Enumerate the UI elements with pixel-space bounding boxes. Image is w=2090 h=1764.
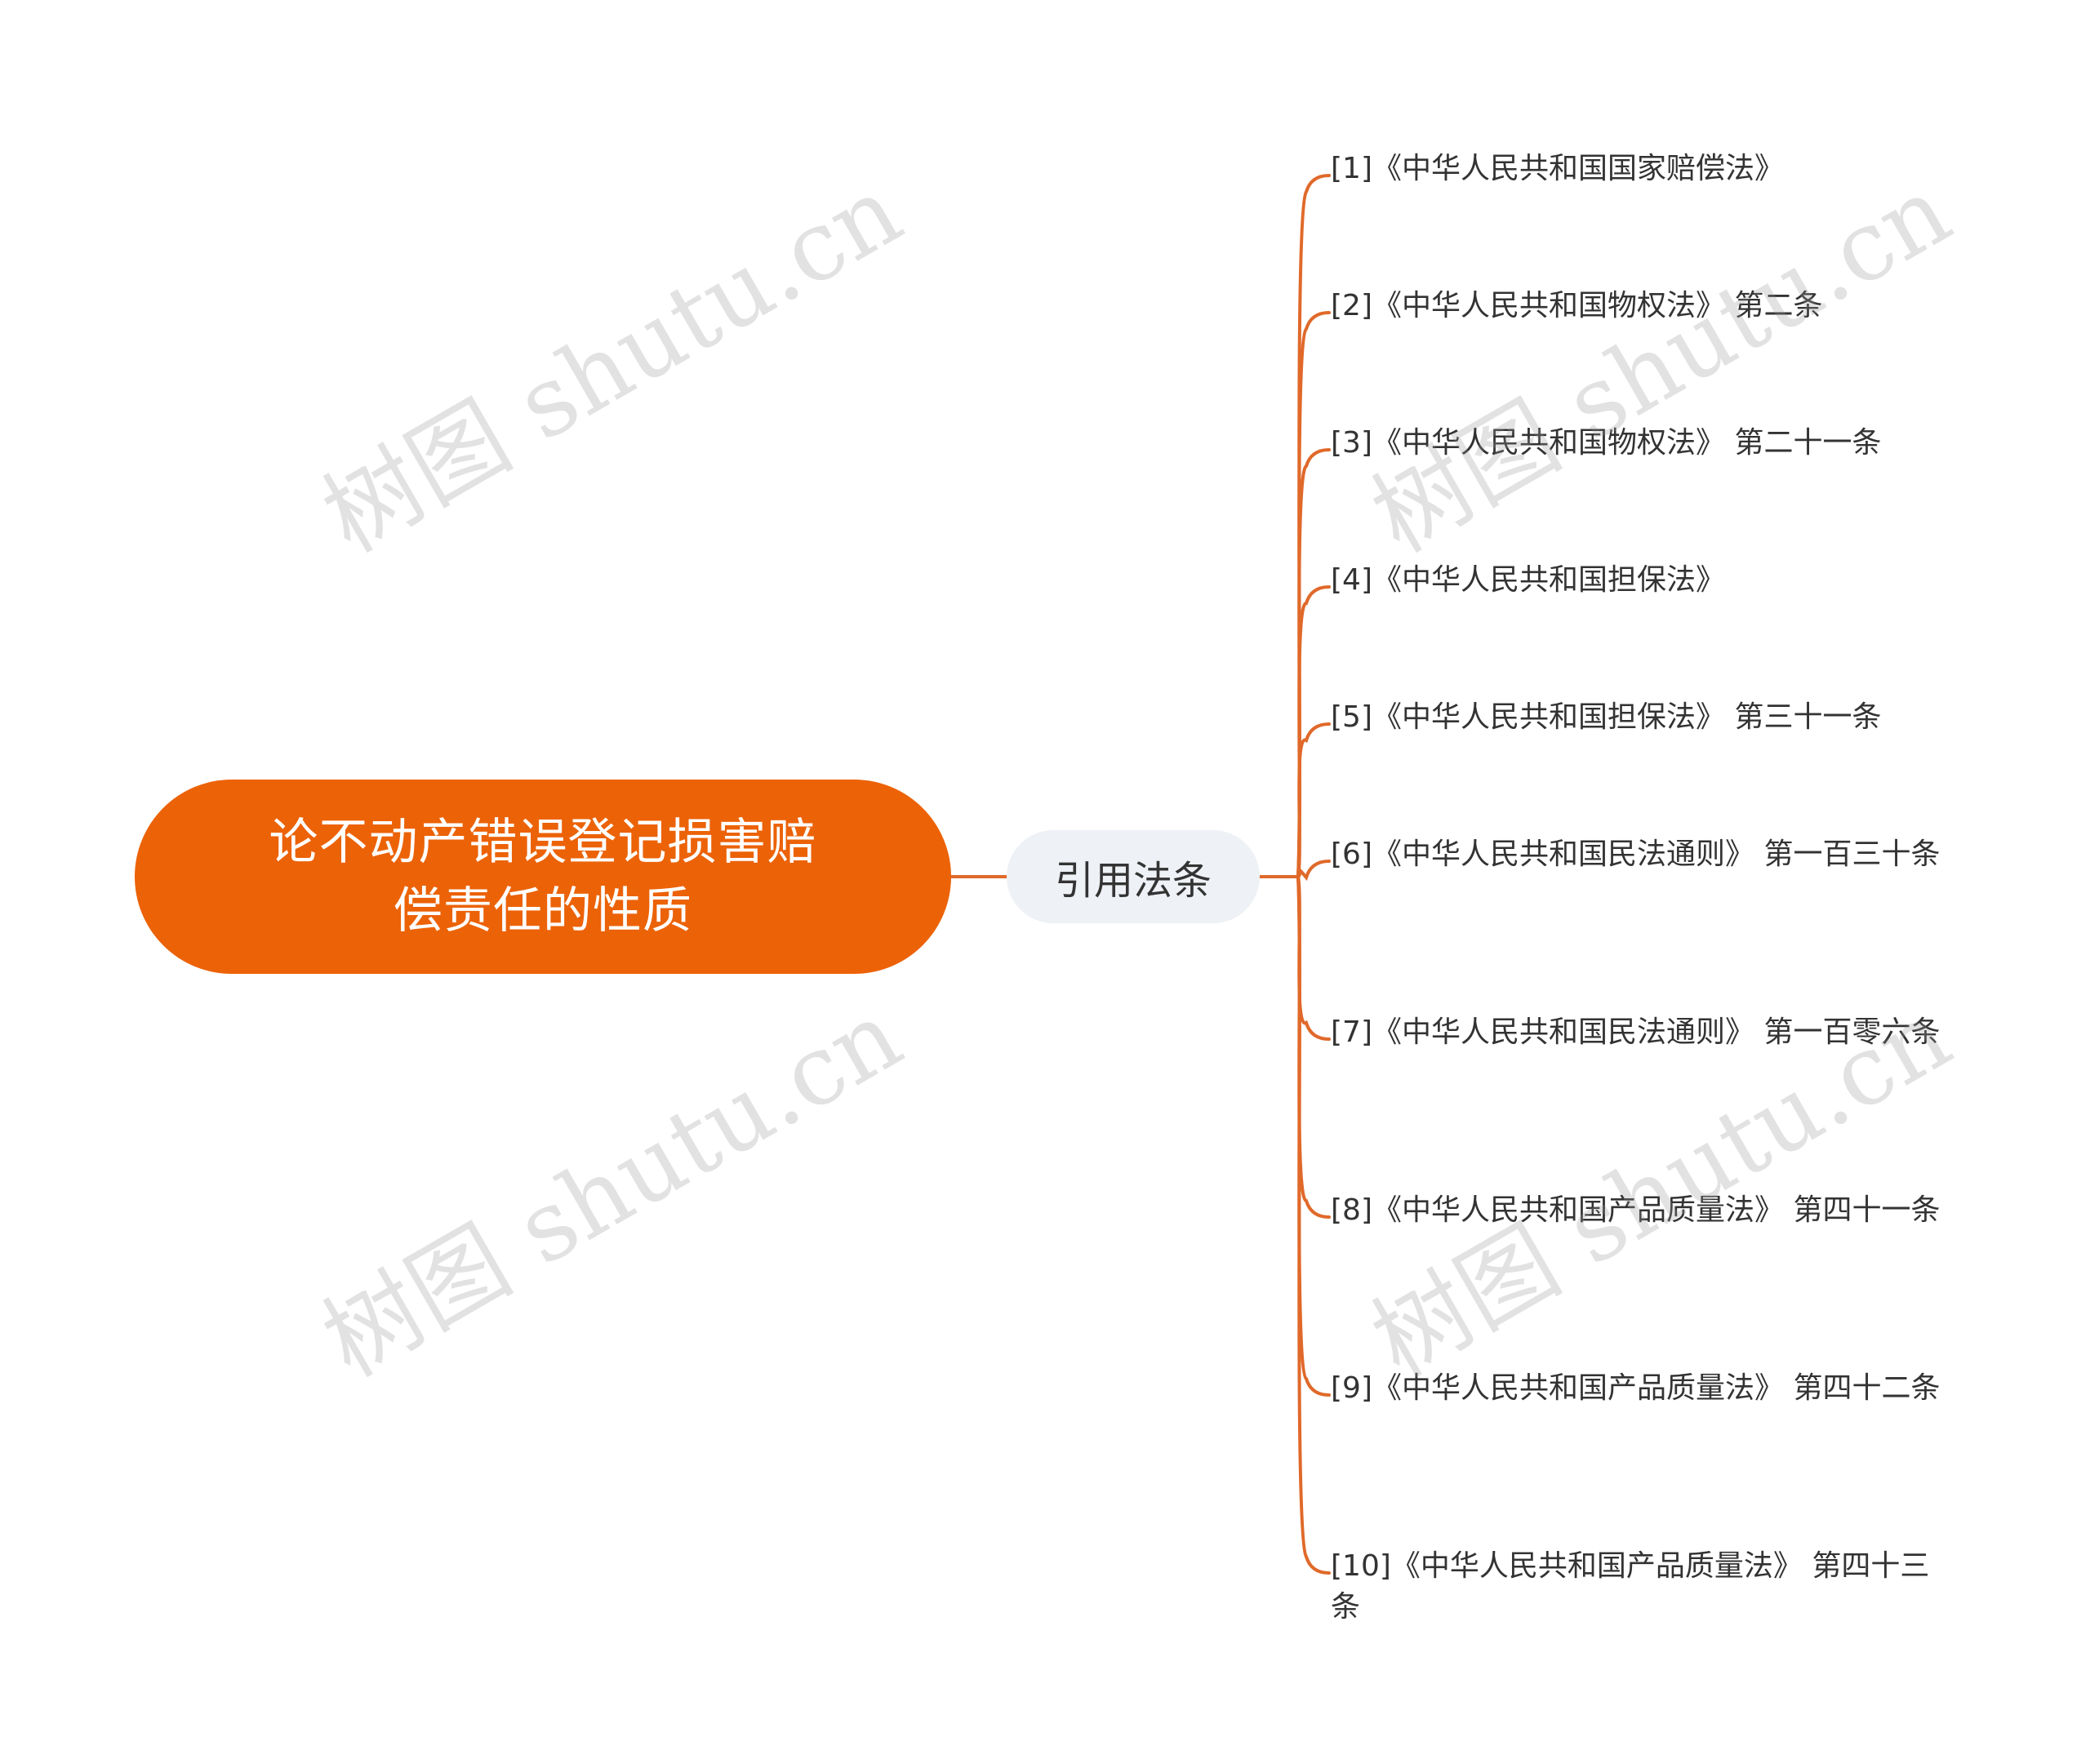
connector-leaf-7: [1296, 875, 1331, 1041]
leaf-node-7[interactable]: [7]《中华人民共和国民法通则》 第一百零六条: [1331, 1015, 1941, 1049]
connector-leaf-1: [1296, 174, 1331, 878]
leaf-node-2[interactable]: [2]《中华人民共和国物权法》 第二条: [1331, 289, 1823, 322]
connector-leaf-3: [1296, 448, 1331, 878]
leaf-node-1[interactable]: [1]《中华人民共和国国家赔偿法》: [1331, 152, 1784, 185]
leaf-node-8[interactable]: [8]《中华人民共和国产品质量法》 第四十一条: [1331, 1193, 1941, 1227]
leaf-node-6[interactable]: [6]《中华人民共和国民法通则》 第一百三十条: [1331, 838, 1941, 871]
connector-leaf-8: [1296, 875, 1331, 1219]
root-topic-node[interactable]: 论不动产错误登记损害赔偿责任的性质: [135, 780, 951, 974]
leaf-node-9[interactable]: [9]《中华人民共和国产品质量法》 第四十二条: [1331, 1371, 1941, 1405]
leaf-node-4[interactable]: [4]《中华人民共和国担保法》: [1331, 563, 1725, 597]
connector-leaf-5: [1296, 722, 1331, 878]
leaf-node-3[interactable]: [3]《中华人民共和国物权法》 第二十一条: [1331, 426, 1882, 460]
branch-label: 引用法条: [1054, 858, 1212, 904]
connector-leaf-6: [1296, 860, 1331, 882]
leaf-node-5[interactable]: [5]《中华人民共和国担保法》 第三十一条: [1331, 700, 1882, 734]
connector-leaf-10: [1296, 875, 1331, 1575]
connector-leaf-4: [1296, 585, 1331, 878]
leaf-node-10[interactable]: [10]《中华人民共和国产品质量法》 第四十三条: [1331, 1549, 1930, 1624]
connector-leaf-2: [1296, 311, 1331, 878]
branch-node-cited-laws[interactable]: 引用法条: [1007, 830, 1260, 923]
root-topic-label: 论不动产错误登记损害赔偿责任的性质: [269, 814, 817, 940]
connector-leaf-9: [1296, 875, 1331, 1397]
